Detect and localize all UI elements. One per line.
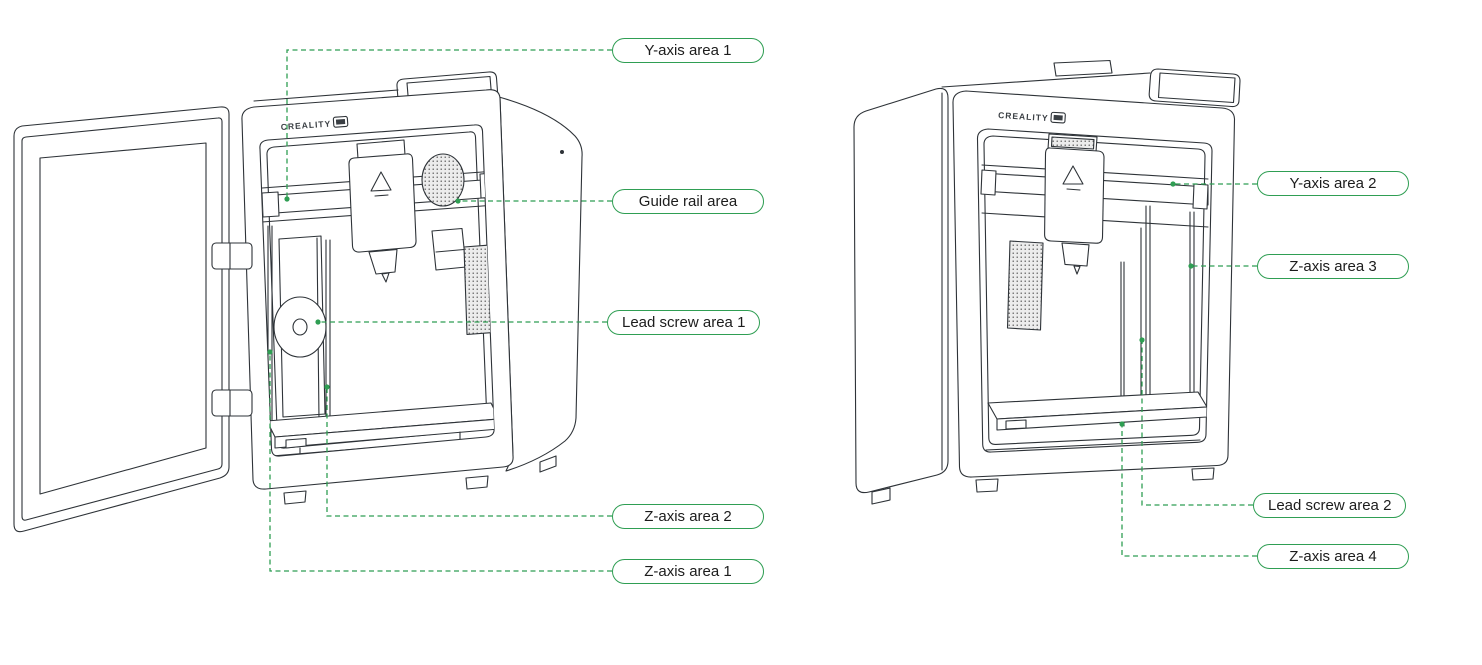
left-build-plate: [266, 402, 495, 449]
leader-z-axis-4: [1121, 424, 1257, 557]
right-print-head: [1044, 133, 1105, 275]
left-print-head: [348, 139, 417, 283]
right-printer-door-frame: [976, 128, 1213, 453]
leader-lines: [269, 49, 1257, 572]
right-printer-interior: [980, 133, 1209, 451]
left-printer-hinges: [211, 242, 253, 417]
right-printer-side-panel: [853, 87, 949, 494]
callout-lead-screw-area-1: Lead screw area 1: [607, 310, 761, 335]
callout-z-axis-area-1: Z-axis area 1: [612, 559, 764, 584]
right-printer-illustration: CREALITY: [853, 59, 1241, 505]
leader-y-axis-1: [286, 49, 612, 199]
callout-z-axis-area-3: Z-axis area 3: [1257, 254, 1409, 279]
callout-z-axis-area-2: Z-axis area 2: [612, 504, 764, 529]
left-side-button-icon: [560, 150, 564, 154]
right-brand-logo: CREALITY: [998, 110, 1066, 124]
right-z-rod-2: [1189, 211, 1195, 409]
right-printer-touchscreen: [1148, 68, 1241, 108]
leader-z-axis-1: [269, 352, 612, 572]
left-printer-side-panel: [498, 96, 583, 472]
creality-triangle-icon: [1062, 165, 1084, 185]
left-printer-open-door: [13, 106, 230, 533]
callout-guide-rail-area: Guide rail area: [612, 189, 764, 214]
leader-endpoint-dots: [267, 181, 1194, 427]
right-printer-top-handle: [1053, 59, 1113, 77]
left-printer-illustration: CREALITY: [13, 71, 583, 533]
callout-y-axis-area-1: Y-axis area 1: [612, 38, 764, 63]
leader-lead-screw-2: [1141, 340, 1253, 506]
left-printer-feet: [283, 455, 557, 505]
callout-y-axis-area-2: Y-axis area 2: [1257, 171, 1409, 196]
right-build-plate: [987, 391, 1208, 431]
right-interior-panel: [1006, 240, 1044, 331]
leader-z-axis-2: [326, 387, 612, 517]
right-printer-feet: [871, 467, 1215, 505]
creality-triangle-icon: [370, 171, 392, 192]
left-brand-text: CREALITY: [280, 118, 331, 131]
left-printer-interior: [261, 139, 495, 457]
left-printer-door-frame: [259, 124, 495, 457]
right-brand-badge-icon: [1053, 114, 1063, 121]
callout-z-axis-area-4: Z-axis area 4: [1257, 544, 1409, 569]
callout-lead-screw-area-2: Lead screw area 2: [1253, 493, 1407, 518]
left-brand-badge-icon: [335, 119, 346, 125]
left-brand-logo: CREALITY: [280, 115, 349, 132]
right-brand-text: CREALITY: [998, 110, 1049, 123]
right-z-rod-1: [1145, 205, 1151, 405]
left-z-rod-2: [325, 239, 331, 439]
